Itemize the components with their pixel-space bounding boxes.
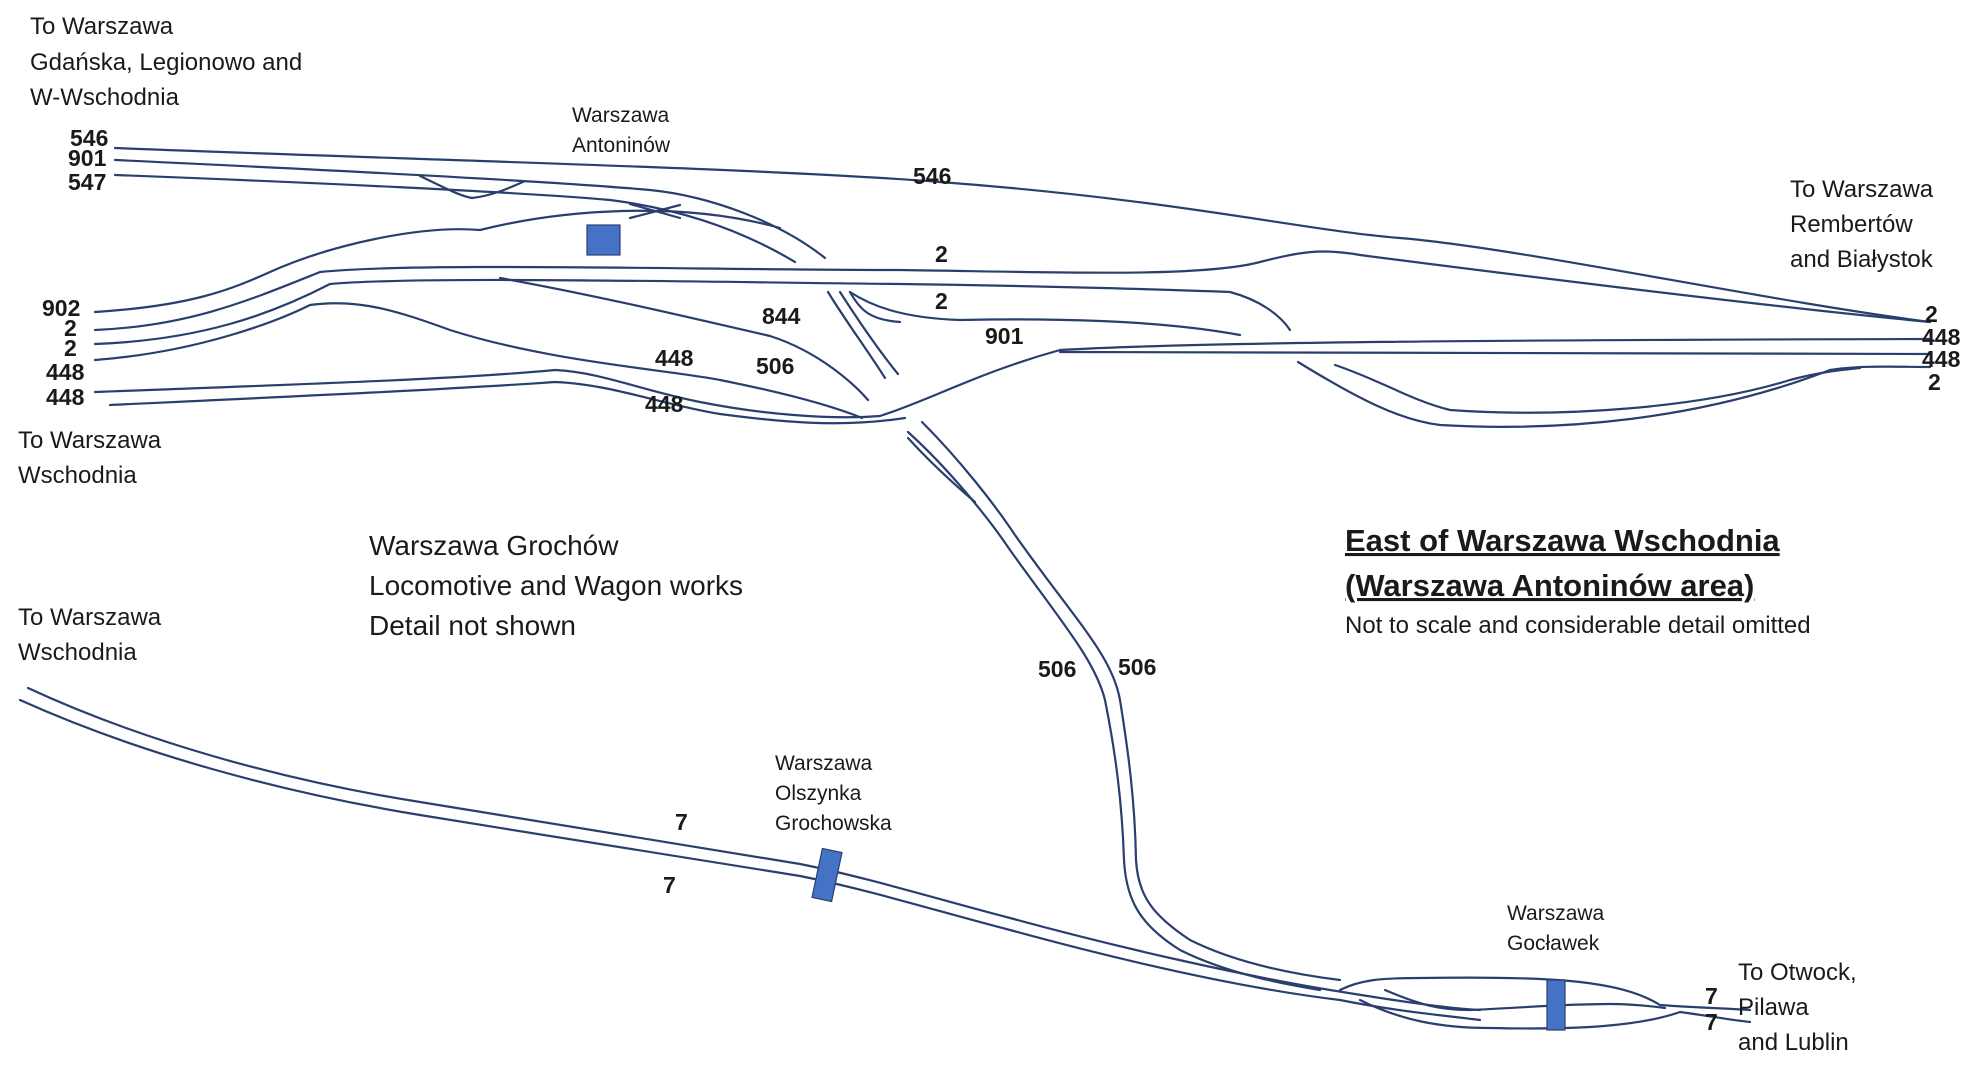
label-mid-448-lower: 448 (645, 391, 684, 417)
label-s-7-upper: 7 (675, 809, 688, 835)
platform-antoninow (586, 224, 621, 256)
track-goclawek-loop (1338, 976, 1752, 1012)
label-e-448a: 448 (1922, 324, 1961, 350)
track-844-c (838, 290, 900, 376)
diagram-title: East of Warszawa Wschodnia (Warszawa Ant… (1345, 523, 1811, 639)
dest-se-line-1: To Otwock, (1738, 959, 1857, 986)
dest-se-line-3: and Lublin (1738, 1029, 1849, 1056)
works-line-2: Locomotive and Wagon works (369, 570, 743, 601)
track-448-east (1058, 350, 1932, 356)
dest-wu-line-2: Wschodnia (18, 462, 137, 489)
dest-nw-line-3: W-Wschodnia (30, 84, 180, 111)
label-w-448a: 448 (46, 359, 85, 385)
label-e-2a: 2 (1925, 301, 1938, 327)
label-s-7-lower: 7 (663, 872, 676, 898)
label-e-2b: 2 (1928, 369, 1941, 395)
works-label: Warszawa Grochów Locomotive and Wagon wo… (369, 530, 743, 641)
track-goclawek-loop-inner (1383, 988, 1667, 1012)
destination-south-east: To Otwock, Pilawa and Lublin (1738, 959, 1857, 1056)
label-mid-506: 506 (756, 353, 794, 379)
station-goclawek: Warszawa Gocławek (1507, 902, 1605, 955)
dest-ne-line-2: Rembertów (1790, 211, 1913, 238)
label-w-2a: 2 (64, 315, 77, 341)
track-506-spur (906, 436, 977, 504)
works-line-1: Warszawa Grochów (369, 530, 619, 561)
track-844-b (826, 290, 887, 380)
line-labels: 546 901 547 546 2 2 901 844 506 448 448 … (42, 125, 1961, 1035)
track-844 (498, 276, 870, 402)
label-e-448b: 448 (1922, 346, 1961, 372)
destination-north-east: To Warszawa Rembertów and Białystok (1790, 176, 1934, 273)
platform-olszynka (811, 847, 843, 903)
track-east-loop-outer (1296, 360, 1932, 428)
dest-se-line-2: Pilawa (1738, 994, 1809, 1021)
label-nw-546: 546 (70, 125, 108, 151)
destination-north-west: To Warszawa Gdańska, Legionowo and W-Wsc… (30, 13, 302, 111)
track-448-upper (93, 302, 864, 420)
track-2-second (93, 278, 1292, 346)
destination-west-upper: To Warszawa Wschodnia (18, 427, 162, 489)
label-mid-546: 546 (913, 163, 951, 189)
destination-west-lower: To Warszawa Wschodnia (18, 604, 162, 666)
works-line-3: Detail not shown (369, 610, 576, 641)
label-se-7-lower: 7 (1705, 1009, 1718, 1035)
station-goclawek-line-2: Gocławek (1507, 932, 1600, 955)
label-w-2b: 2 (64, 335, 77, 361)
label-mid-844: 844 (762, 303, 801, 329)
track-crossover-nw (418, 174, 527, 200)
track-901-branch (848, 290, 1242, 337)
track-goclawek-bottom (1358, 998, 1752, 1030)
station-olszynka-line-2: Olszynka (775, 782, 862, 805)
station-olszynka: Warszawa Olszynka Grochowska (775, 752, 892, 835)
title-line-1: East of Warszawa Wschodnia (1345, 523, 1780, 558)
track-7-lower (18, 698, 1482, 1022)
dest-nw-line-1: To Warszawa (30, 13, 174, 40)
track-east-loop-inner (1333, 363, 1862, 414)
platforms (586, 224, 1566, 1031)
label-mid-448-upper: 448 (655, 345, 694, 371)
dest-ne-line-3: and Białystok (1790, 246, 1934, 273)
diagram-subtitle: Not to scale and considerable detail omi… (1345, 612, 1811, 639)
label-mid-2-lower: 2 (935, 288, 948, 314)
track-antoninow-loop (93, 209, 782, 314)
track-506-left (906, 430, 1322, 992)
track-901-north (113, 158, 827, 260)
dest-wu-line-1: To Warszawa (18, 427, 162, 454)
track-7-upper (26, 686, 1482, 1012)
dest-wl-line-1: To Warszawa (18, 604, 162, 631)
station-goclawek-line-1: Warszawa (1507, 902, 1605, 925)
station-antoninow-line-1: Warszawa (572, 104, 670, 127)
dest-ne-line-1: To Warszawa (1790, 176, 1934, 203)
label-w-902: 902 (42, 295, 80, 321)
station-olszynka-line-1: Warszawa (775, 752, 873, 775)
station-antoninow: Warszawa Antoninów (572, 104, 671, 157)
label-mid-2-upper: 2 (935, 241, 948, 267)
title-line-2: (Warszawa Antoninów area) (1345, 568, 1754, 603)
dest-nw-line-2: Gdańska, Legionowo and (30, 49, 302, 76)
label-nw-547: 547 (68, 169, 106, 195)
track-2-junction (848, 290, 902, 324)
station-olszynka-line-3: Grochowska (775, 812, 892, 835)
label-s-506-right: 506 (1118, 654, 1156, 680)
label-mid-901: 901 (985, 323, 1024, 349)
track-506-right (920, 420, 1342, 982)
label-s-506-left: 506 (1038, 656, 1076, 682)
label-nw-901: 901 (68, 145, 107, 171)
label-w-448b: 448 (46, 384, 85, 410)
dest-wl-line-2: Wschodnia (18, 639, 137, 666)
track-546 (113, 146, 1932, 324)
label-se-7-upper: 7 (1705, 983, 1718, 1009)
station-antoninow-line-2: Antoninów (572, 134, 671, 157)
track-448-lower (93, 337, 1932, 419)
track-2-main (93, 250, 1932, 332)
platform-goclawek (1546, 979, 1566, 1031)
track-448-lower-second (108, 380, 907, 425)
track-547 (113, 173, 797, 264)
